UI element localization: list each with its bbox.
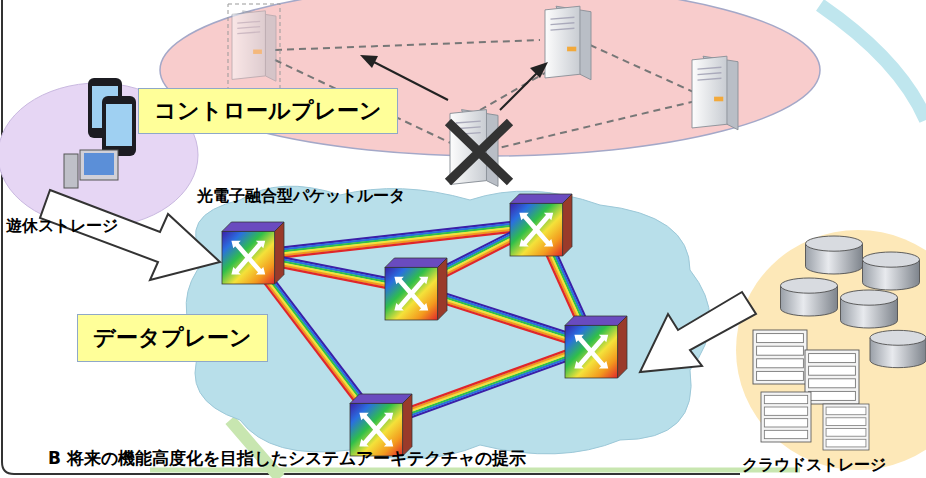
text-label: 遊休ストレージ xyxy=(6,216,118,237)
plane-name: データプレーン xyxy=(93,323,252,353)
caption: B 将来の機能高度化を目指したシステムアーキテクチャの提示 xyxy=(48,447,526,470)
plane-label-box: コントロールプレーン xyxy=(138,88,398,134)
text-label: 光電子融合型パケットルータ xyxy=(197,186,405,207)
plane-label-box: データプレーン xyxy=(77,314,268,362)
plane-name: コントロールプレーン xyxy=(154,96,382,126)
text-label: クラウドストレージ xyxy=(742,455,886,476)
